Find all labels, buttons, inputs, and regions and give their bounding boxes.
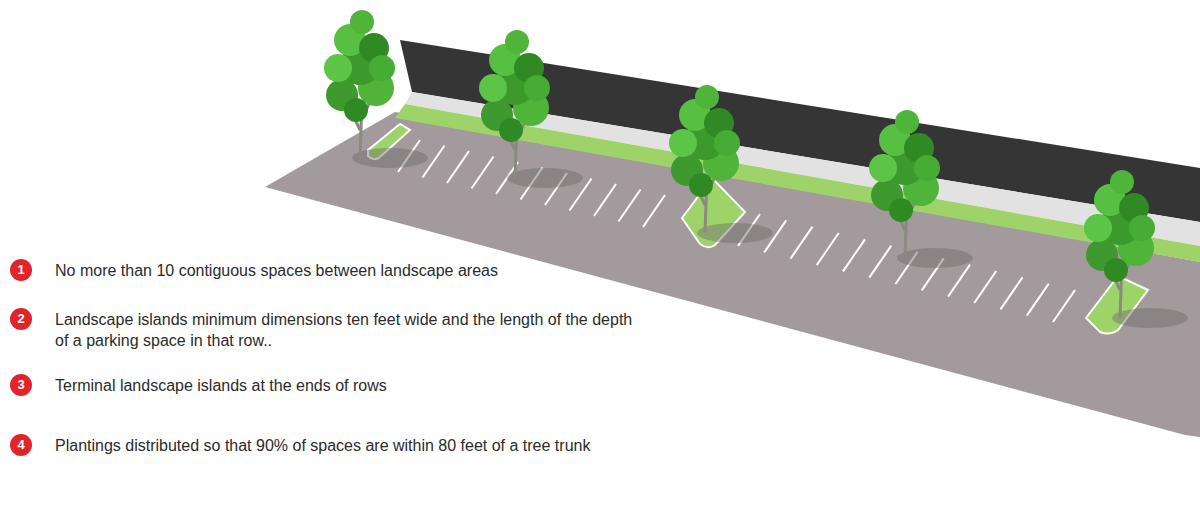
stall-line bbox=[1001, 277, 1023, 309]
stall-line bbox=[472, 157, 494, 189]
stall-line bbox=[843, 239, 865, 271]
stall-line bbox=[1027, 284, 1049, 316]
stall-line bbox=[948, 265, 970, 297]
stall-line bbox=[1053, 290, 1075, 322]
callout-number: 2 bbox=[10, 308, 32, 330]
stall-line bbox=[447, 151, 469, 183]
stall-line bbox=[974, 271, 996, 303]
callout-number: 4 bbox=[10, 434, 32, 456]
callout-number: 3 bbox=[10, 374, 32, 396]
stall-line bbox=[791, 227, 813, 259]
note-text: Plantings distributed so that 90% of spa… bbox=[55, 435, 655, 456]
stall-line bbox=[594, 184, 616, 216]
stall-line bbox=[619, 190, 641, 222]
note-text: Terminal landscape islands at the ends o… bbox=[55, 375, 675, 396]
note-text: No more than 10 contiguous spaces betwee… bbox=[55, 260, 675, 281]
stall-line bbox=[423, 146, 445, 178]
stall-line bbox=[869, 246, 891, 278]
stall-line bbox=[643, 195, 665, 227]
callout-number: 1 bbox=[10, 259, 32, 281]
note-text: Landscape islands minimum dimensions ten… bbox=[55, 309, 635, 351]
stall-line bbox=[817, 233, 839, 265]
